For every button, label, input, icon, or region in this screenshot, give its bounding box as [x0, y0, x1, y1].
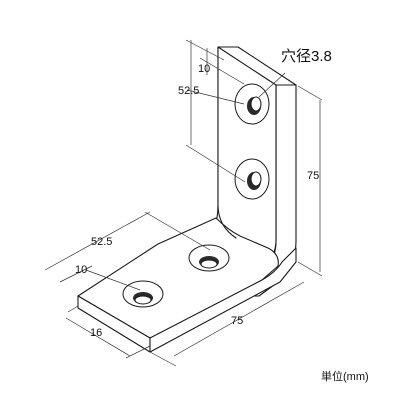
dimension-lines-left	[185, 39, 246, 183]
hole-diameter-label: 穴径3.8	[281, 48, 332, 65]
dimension-bottom-75: 75	[231, 315, 244, 327]
dimension-top-10: 10	[198, 63, 211, 75]
hole-base-right	[188, 244, 230, 272]
dimension-top-52-5: 52.5	[178, 85, 200, 97]
hole-lower	[234, 158, 270, 200]
hole-base-left	[122, 280, 164, 308]
dimension-bottom-10: 10	[75, 264, 88, 276]
dimension-lines-right	[297, 85, 323, 277]
dimension-right-75: 75	[307, 170, 320, 182]
dimension-bottom-16: 16	[90, 327, 103, 339]
dimension-bottom-52-5: 52.5	[91, 236, 113, 248]
hole-leader	[258, 72, 286, 98]
dimension-lines-bottom	[44, 211, 305, 367]
hole-upper	[234, 83, 270, 125]
unit-label: 単位(mm)	[321, 371, 369, 383]
